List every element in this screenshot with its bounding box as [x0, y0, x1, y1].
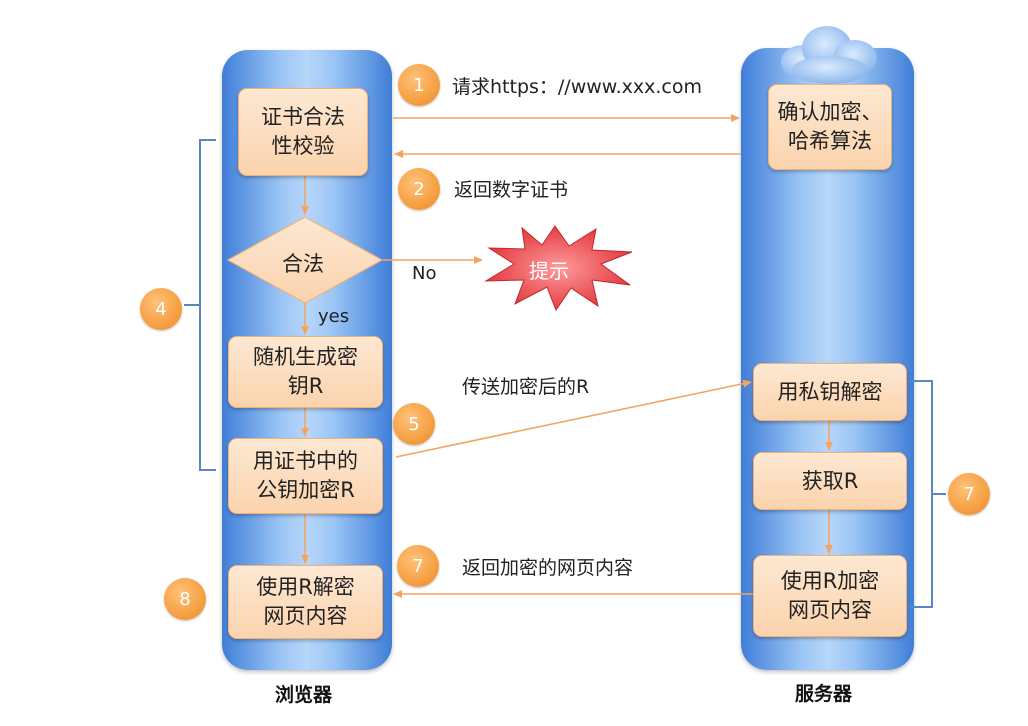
- browser-lane-label: 浏览器: [275, 684, 333, 706]
- encrypt-page-box: 使用R加密 网页内容: [753, 555, 907, 637]
- arrow-send-r: [395, 379, 752, 458]
- step-7-right-badge: 7: [948, 473, 990, 515]
- step-7-text: 返回加密的网页内容: [462, 557, 634, 579]
- step-1-badge: 1: [398, 64, 440, 106]
- branch-no-label: No: [412, 263, 437, 284]
- step-5-badge: 5: [393, 403, 435, 445]
- get-r-box: 获取R: [753, 452, 907, 510]
- step-8-badge: 8: [164, 578, 206, 620]
- bracket-step4: [184, 139, 216, 471]
- generate-key-box: 随机生成密 钥R: [228, 336, 383, 408]
- encrypt-key-box: 用证书中的 公钥加密R: [228, 438, 383, 514]
- decision-label: 合法: [282, 252, 324, 276]
- decision-diamond: [226, 216, 384, 304]
- branch-yes-label: yes: [318, 306, 350, 327]
- alert-label: 提示: [529, 259, 569, 283]
- step-4-badge: 4: [140, 288, 182, 330]
- decrypt-page-box: 使用R解密 网页内容: [228, 565, 383, 639]
- step-1-text: 请求https：//www.xxx.com: [452, 76, 702, 98]
- step-5-text: 传送加密后的R: [462, 376, 590, 398]
- privkey-decrypt-box: 用私钥解密: [753, 363, 907, 421]
- cloud-icon: [781, 26, 877, 84]
- bracket-step7: [908, 380, 946, 608]
- confirm-algo-box: 确认加密、 哈希算法: [768, 84, 892, 170]
- step-2-badge: 2: [398, 168, 440, 210]
- server-lane-label: 服务器: [795, 683, 853, 705]
- step-2-text: 返回数字证书: [454, 179, 569, 201]
- alert-starburst: [484, 225, 633, 312]
- step-7-left-badge: 7: [397, 545, 439, 587]
- verify-cert-box: 证书合法 性校验: [238, 88, 368, 176]
